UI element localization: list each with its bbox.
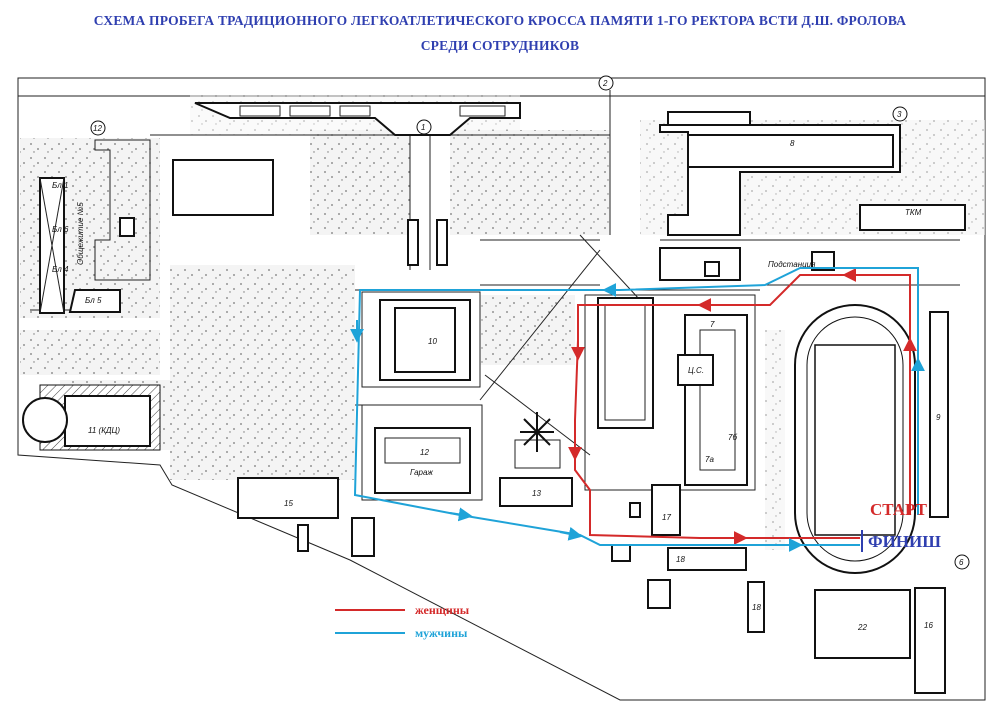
label-building-11: 11 (КДЦ) (88, 426, 120, 435)
building-18 (667, 547, 747, 571)
label-building-12: 12 (420, 448, 429, 457)
label-substation: Подстанция (768, 260, 816, 269)
building-15 (237, 477, 339, 519)
label-bl6: Бл 6 (52, 225, 69, 234)
upper-arcade-building (194, 102, 521, 136)
label-building-10: 10 (428, 337, 437, 346)
monument-icon (514, 412, 561, 469)
building-11-kdc (22, 384, 161, 451)
svg-text:1: 1 (421, 123, 425, 132)
label-cs: Ц.С. (688, 366, 704, 375)
label-dormitory: Общежитие №5 (76, 202, 85, 265)
label-building-22: 22 (857, 623, 867, 632)
finish-label: ФИНИШ (868, 532, 941, 551)
start-label: СТАРТ (870, 500, 928, 519)
building-tkm (859, 204, 966, 231)
building-10 (361, 291, 481, 388)
substation (811, 251, 835, 271)
svg-text:6: 6 (959, 558, 964, 567)
label-building-18-second: 18 (752, 603, 761, 612)
label-building-9: 9 (936, 413, 941, 422)
legend-women-label: женщины (415, 603, 470, 617)
label-building-18: 18 (676, 555, 685, 564)
marker-6: 6 (954, 554, 970, 570)
marker-12: 12 (90, 120, 106, 136)
label-building-7: 7 (710, 320, 715, 329)
men-route-arrows (350, 283, 925, 552)
building-16 (914, 587, 946, 694)
label-garage: Гараж (410, 468, 433, 477)
women-route-arrows (568, 268, 917, 545)
svg-text:2: 2 (602, 79, 608, 88)
label-building-15: 15 (284, 499, 293, 508)
dormitory-block (39, 139, 151, 314)
label-building-16: 16 (924, 621, 933, 630)
building-9 (929, 311, 949, 518)
building-17 (651, 484, 681, 536)
label-building-8: 8 (790, 139, 795, 148)
building-7-complex (584, 294, 756, 491)
legend-men-label: мужчины (415, 626, 468, 640)
building-13 (499, 477, 573, 507)
label-building-13: 13 (532, 489, 541, 498)
building-unnamed (172, 159, 274, 216)
map-title-line-1: СХЕМА ПРОБЕГА ТРАДИЦИОННОГО ЛЕГКОАТЛЕТИЧ… (93, 13, 907, 28)
stadium (794, 304, 916, 574)
marker-3: 3 (892, 106, 908, 122)
marker-1: 1 (416, 119, 432, 135)
map-title-line-2: СРЕДИ СОТРУДНИКОВ (420, 38, 580, 53)
label-tkm: ТКМ (905, 208, 922, 217)
label-building-7b: 7б (728, 433, 737, 442)
label-bl4: Бл 4 (52, 265, 69, 274)
marker-2: 2 (598, 75, 614, 91)
svg-text:12: 12 (93, 124, 102, 133)
label-bl1: Бл 1 (52, 181, 68, 190)
building-8 (659, 111, 901, 236)
men-route (353, 267, 919, 546)
building-22 (814, 589, 911, 659)
building-12-garage (361, 404, 483, 501)
legend: женщины мужчины (335, 603, 470, 640)
svg-text:3: 3 (897, 110, 902, 119)
label-building-17: 17 (662, 513, 671, 522)
label-building-7a: 7а (705, 455, 714, 464)
label-bl5: Бл 5 (85, 296, 102, 305)
